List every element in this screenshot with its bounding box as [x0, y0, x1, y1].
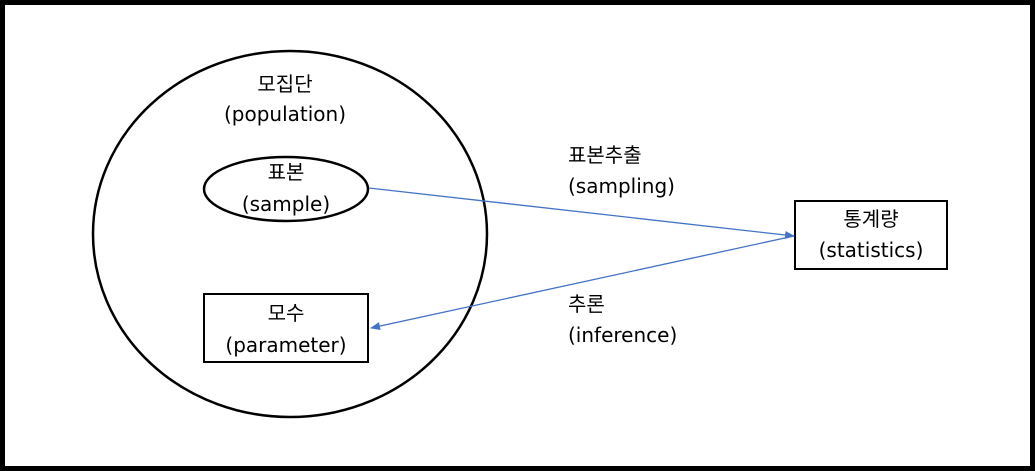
sample-label-ko: 표본: [267, 160, 305, 184]
statistics-label-ko: 통계량: [843, 207, 899, 231]
inference-label-en: (inference): [568, 323, 678, 347]
sampling-label-en: (sampling): [568, 174, 675, 198]
population-label-ko: 모집단: [257, 72, 313, 96]
statistics-label-en: (statistics): [818, 238, 924, 262]
sampling-arrow: [368, 187, 795, 239]
inference-arrow: [370, 235, 795, 330]
sample-ellipse: [202, 155, 370, 223]
parameter-label-ko: 모수: [267, 301, 305, 325]
parameter-label-en: (parameter): [225, 333, 347, 357]
population-label-en: (population): [223, 102, 347, 126]
inference-label-ko: 추론: [568, 292, 605, 316]
diagram-shapes: [91, 49, 948, 419]
sample-label-en: (sample): [241, 192, 331, 216]
sampling-label-ko: 표본추출: [568, 143, 642, 167]
population-circle: [91, 49, 489, 419]
statistics-box: [794, 200, 948, 270]
parameter-box: [203, 293, 369, 363]
